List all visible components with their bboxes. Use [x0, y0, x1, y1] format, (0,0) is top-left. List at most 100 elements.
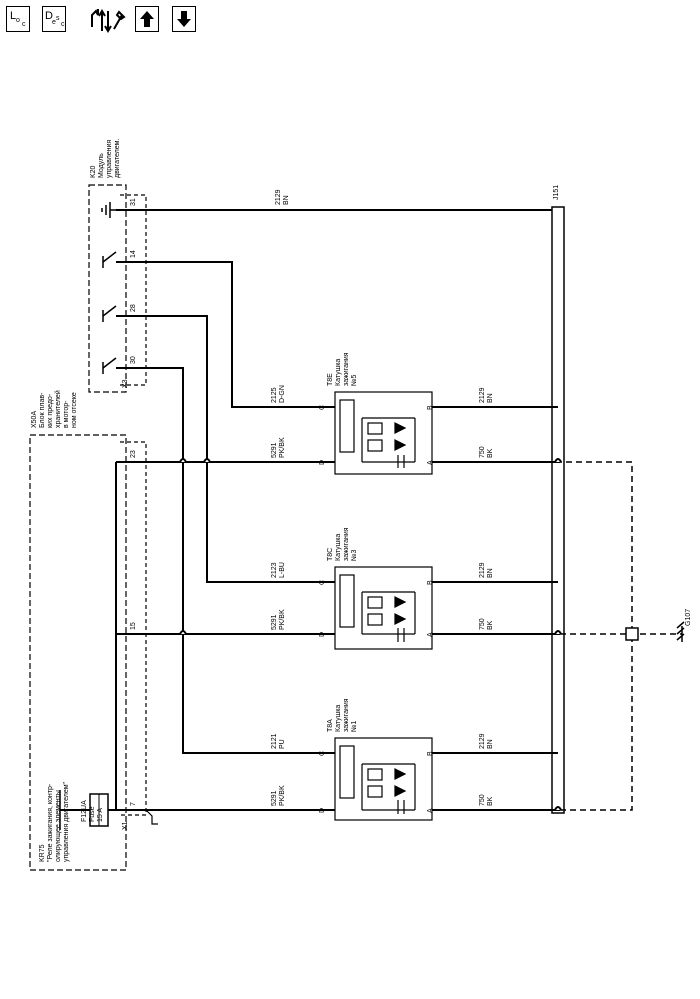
desc-sub-letter-2: s — [56, 15, 60, 22]
k20-module-outline — [88, 184, 127, 393]
t8a-pin-a: A — [427, 808, 434, 813]
t8a-b-color: BN — [487, 739, 494, 749]
desc-sub-letter-3: c — [61, 21, 65, 28]
description-button[interactable]: D e s c — [42, 6, 66, 32]
t8e-d-color: PK/BK — [279, 437, 286, 458]
t8c-line1: Катушка — [335, 534, 342, 561]
wire-2125 — [116, 261, 335, 408]
x3-connector-outline — [120, 194, 147, 386]
down-button[interactable] — [172, 6, 196, 32]
t8a-line2: зажигания — [343, 698, 350, 732]
top-wire-circuit: 2129 — [275, 189, 282, 205]
pin-7-label: 7 — [130, 802, 137, 806]
t8a-d-circuit: 5291 — [271, 790, 278, 806]
t8a-a-color: BK — [487, 796, 494, 806]
t8a-id: T8A — [327, 719, 334, 732]
loc-main-letter: L — [10, 10, 17, 22]
t8a-c-color: PU — [279, 739, 286, 749]
pin-31-label: 31 — [130, 198, 137, 206]
wire-2121 — [116, 367, 335, 754]
fuse-type: Fuse — [89, 806, 96, 822]
t8c-pin-c: C — [319, 580, 326, 585]
coil-t8e — [334, 391, 433, 475]
t8c-c-circuit: 2123 — [271, 562, 278, 578]
t8a-line1: Катушка — [335, 705, 342, 732]
fuse-rating: 15 A — [97, 808, 104, 822]
t8e-id: T8E — [327, 373, 334, 386]
k20-line2: управления — [106, 140, 113, 178]
t8a-pin-d: D — [319, 808, 326, 813]
t8c-b-circuit: 2129 — [479, 562, 486, 578]
top-wire-color: BN — [283, 195, 290, 205]
arrow-down-icon — [177, 11, 191, 27]
t8e-pin-a: A — [427, 460, 434, 465]
x50a-line5: ном отсеке — [71, 392, 78, 428]
arrow-up-icon — [140, 11, 154, 27]
t8e-line2: зажигания — [343, 352, 350, 386]
pin-23-label: 23 — [130, 450, 137, 458]
pin-28-label: 28 — [130, 304, 137, 312]
t8c-pin-b: B — [427, 580, 434, 585]
t8a-a-circuit: 750 — [479, 794, 486, 806]
t8e-line3: №5 — [351, 374, 358, 386]
x50a-line3: хранителей — [54, 390, 62, 428]
coil-t8a — [334, 737, 433, 821]
connector-x3-label: X3 — [122, 379, 129, 388]
k20-line1: Модуль — [98, 153, 105, 178]
t8c-pin-a: A — [427, 632, 434, 637]
kr75-line2: олирующее элементы — [55, 790, 62, 862]
t8e-b-circuit: 2129 — [479, 387, 486, 403]
j151-label: J151 — [553, 185, 560, 200]
x50a-title: X50A — [31, 411, 38, 428]
x1-connector-outline — [120, 441, 147, 816]
up-button[interactable] — [135, 6, 159, 32]
desc-sub-letter-1: e — [52, 19, 56, 26]
loc-sub-letter-1: o — [16, 17, 20, 24]
t8a-d-color: PK/BK — [279, 785, 286, 806]
fuse-name: F12UA — [81, 800, 88, 822]
k20-title: K20 — [90, 165, 97, 178]
t8a-c-circuit: 2121 — [271, 733, 278, 749]
loc-sub-letter-2: c — [22, 21, 26, 28]
t8e-d-circuit: 5291 — [271, 442, 278, 458]
t8c-id: T8C — [327, 548, 334, 561]
t8c-b-color: BN — [487, 568, 494, 578]
x50a-line4: в мотор- — [63, 400, 70, 428]
t8c-c-color: L-BU — [279, 562, 286, 578]
j151-splice-pack — [551, 206, 565, 814]
kr75-title: KR75 — [39, 844, 46, 862]
t8e-c-circuit: 2125 — [271, 387, 278, 403]
g107-label: G107 — [685, 609, 692, 626]
t8c-line3: №3 — [351, 549, 358, 561]
location-button[interactable]: L o c — [6, 6, 30, 32]
wire-2123 — [116, 315, 335, 583]
ground-dashed-wire — [560, 461, 633, 811]
t8e-b-color: BN — [487, 393, 494, 403]
t8e-a-color: BK — [487, 448, 494, 458]
connector-x1-label: X1 — [122, 821, 129, 830]
t8c-line2: зажигания — [343, 527, 350, 561]
t8c-d-color: PK/BK — [279, 609, 286, 630]
desc-main-letter: D — [45, 10, 53, 22]
pin-15-label: 15 — [130, 622, 137, 630]
ground-g107-icon — [676, 621, 685, 642]
pin-30-label: 30 — [130, 356, 137, 364]
kr75-x50a-module-outline — [29, 434, 127, 871]
t8c-a-circuit: 750 — [479, 618, 486, 630]
coil-t8c — [334, 566, 433, 650]
ground-splice — [625, 627, 639, 641]
t8a-pin-c: C — [319, 751, 326, 756]
t8c-a-color: BK — [487, 620, 494, 630]
pin-14-label: 14 — [130, 250, 137, 258]
x50a-line2: ких предо- — [47, 393, 54, 428]
connector-tool-icon[interactable] — [88, 5, 126, 35]
t8c-pin-d: D — [319, 632, 326, 637]
k20-line3: двигателем. — [114, 139, 121, 178]
t8a-b-circuit: 2129 — [479, 733, 486, 749]
t8e-c-color: D-GN — [279, 385, 286, 403]
t8e-pin-c: C — [319, 405, 326, 410]
t8a-pin-b: B — [427, 751, 434, 756]
kr75-line3: управления двигателем" — [63, 781, 70, 862]
toolbar: L o c D e s c — [0, 0, 700, 40]
